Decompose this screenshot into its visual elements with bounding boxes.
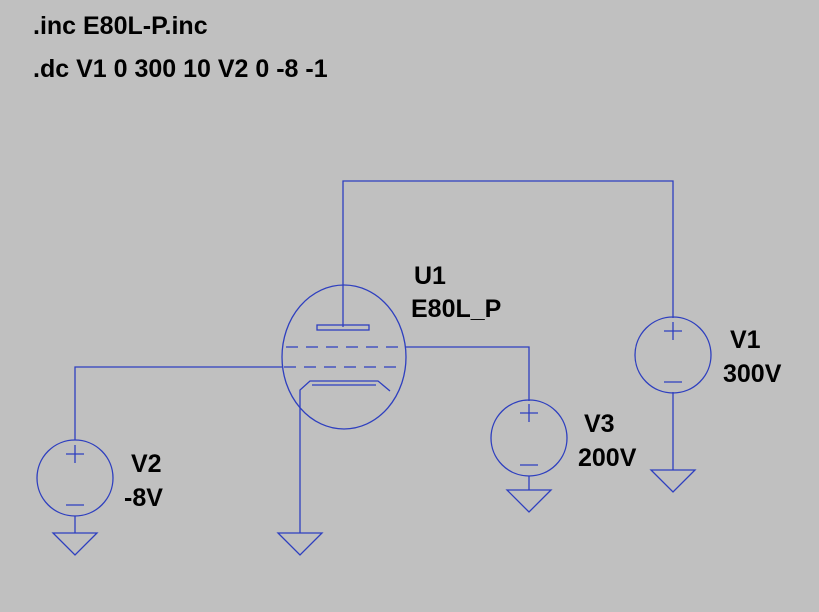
source-v2-name[interactable]: V2 (131, 450, 162, 478)
source-v1-value[interactable]: 300V (723, 360, 782, 388)
tube-plate (316, 324, 370, 331)
source-v3-body (490, 399, 568, 477)
voltage-source-v1[interactable] (634, 316, 712, 394)
tube-cathode (299, 380, 391, 410)
directive-include[interactable]: .inc E80L-P.inc (33, 12, 208, 40)
ground-icon[interactable] (51, 532, 99, 556)
ground-icon[interactable] (276, 532, 324, 556)
source-v2-body (36, 439, 114, 517)
source-v3-value[interactable]: 200V (578, 444, 637, 472)
source-v3-name[interactable]: V3 (584, 410, 615, 438)
tube-ref-label[interactable]: U1 (414, 262, 446, 290)
source-v1-name[interactable]: V1 (730, 326, 761, 354)
voltage-source-v2[interactable] (36, 439, 114, 517)
source-v2-value[interactable]: -8V (124, 484, 163, 512)
ground-icon[interactable] (505, 489, 553, 513)
voltage-source-v3[interactable] (490, 399, 568, 477)
tube-u1[interactable] (281, 284, 407, 430)
wire-grid-to-v2[interactable] (74, 366, 282, 440)
source-v1-body (634, 316, 712, 394)
wire-plate-to-v1[interactable] (342, 180, 674, 318)
wires (74, 180, 674, 533)
ground-icon[interactable] (649, 469, 697, 493)
tube-model-label[interactable]: E80L_P (411, 295, 501, 323)
wire-screen-to-v3[interactable] (405, 346, 530, 401)
tube-envelope (281, 284, 407, 430)
directive-dc-sweep[interactable]: .dc V1 0 300 10 V2 0 -8 -1 (33, 55, 328, 83)
